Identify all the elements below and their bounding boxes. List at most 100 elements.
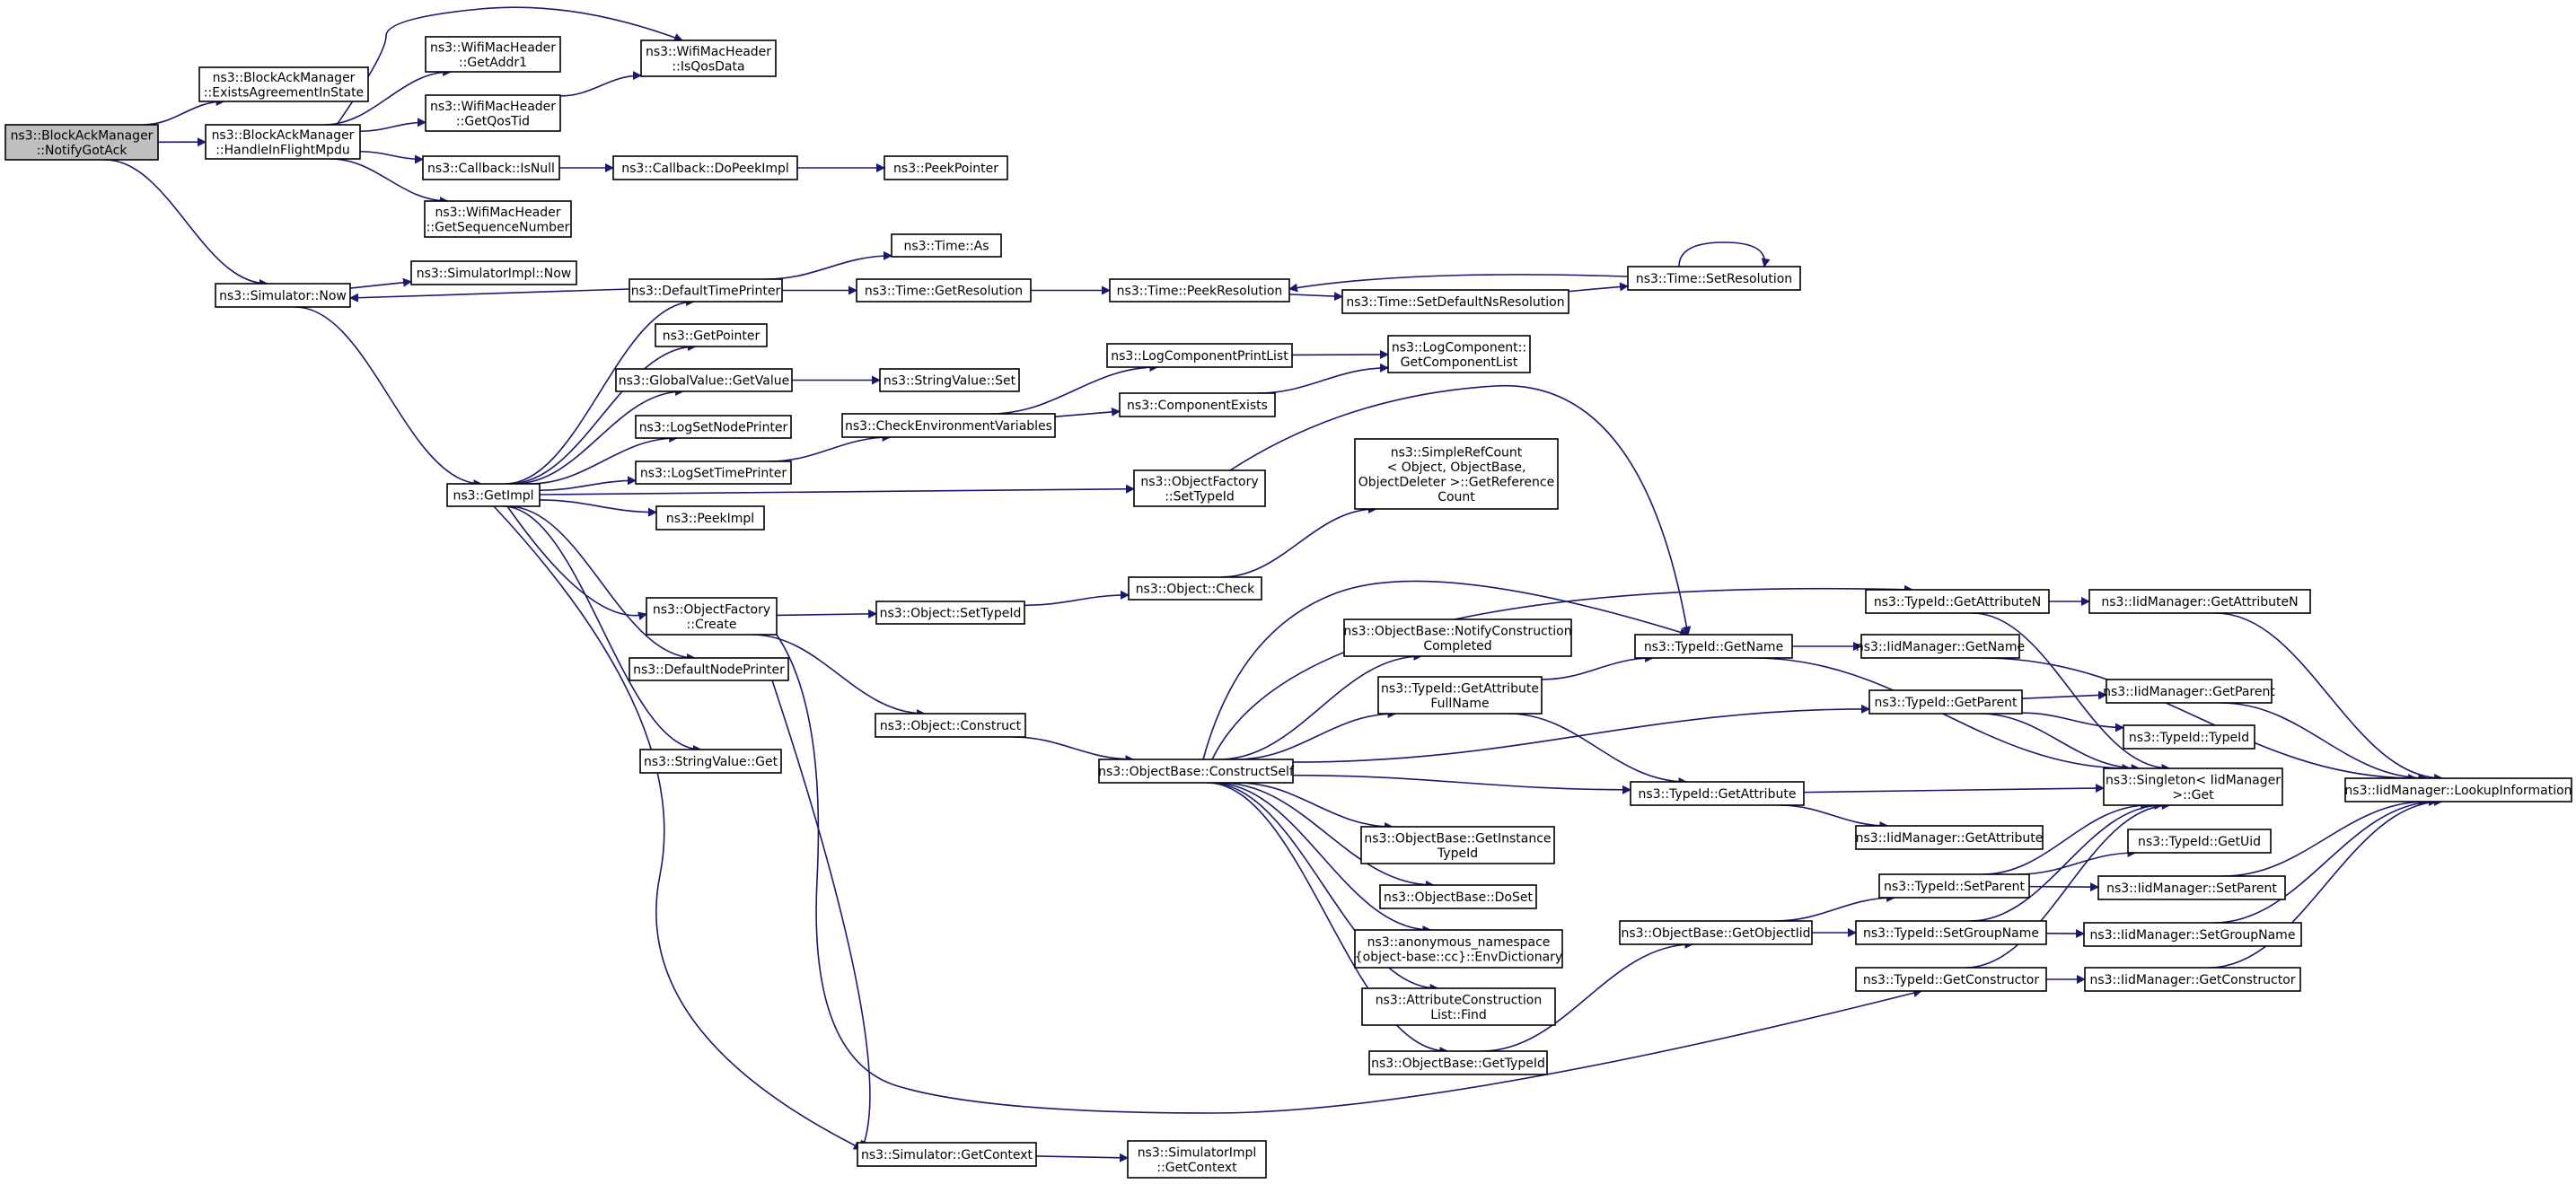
edge-getimpl-to-stringvalueget	[502, 505, 702, 754]
node-label: ns3::DefaultNodePrinter	[633, 663, 785, 678]
node-objectconstruct[interactable]: ns3::Object::Construct	[875, 713, 1026, 738]
node-getseqnum[interactable]: ns3::WifiMacHeader::GetSequenceNumber	[424, 200, 572, 238]
node-componentexists[interactable]: ns3::ComponentExists	[1119, 392, 1276, 417]
node-objectcheck[interactable]: ns3::Object::Check	[1128, 576, 1262, 601]
node-box	[446, 483, 541, 507]
node-typeidgetattrn[interactable]: ns3::TypeId::GetAttributeN	[1865, 589, 2050, 614]
node-box	[655, 323, 768, 347]
node-lookupinfo[interactable]: ns3::IidManager::LookupInformation	[2344, 777, 2572, 802]
node-notifygotack[interactable]: ns3::BlockAckManager::NotifyGotAck	[4, 124, 159, 161]
node-typeidsetgroupname[interactable]: ns3::TypeId::SetGroupName	[1855, 920, 2047, 945]
node-handleinflight[interactable]: ns3::BlockAckManager::HandleInFlightMpdu	[205, 124, 361, 160]
node-doset[interactable]: ns3::ObjectBase::DoSet	[1379, 884, 1537, 909]
node-getqostid[interactable]: ns3::WifiMacHeader::GetQosTid	[425, 94, 561, 132]
node-simnow[interactable]: ns3::Simulator::Now	[215, 283, 351, 308]
node-simgetcontext[interactable]: ns3::Simulator::GetContext	[857, 1142, 1037, 1167]
node-existsagreement[interactable]: ns3::BlockAckManager::ExistsAgreementInS…	[198, 66, 369, 102]
edge-setdefaultns-to-timesetres	[1568, 282, 1629, 293]
node-box	[425, 94, 561, 132]
node-timegetres[interactable]: ns3::Time::GetResolution	[856, 278, 1032, 303]
node-objectsettypeid[interactable]: ns3::Object::SetTypeId	[875, 601, 1025, 625]
node-getaddr1[interactable]: ns3::WifiMacHeader::GetAddr1	[425, 36, 561, 73]
node-label: ns3::WifiMacHeader	[430, 40, 556, 55]
node-box	[1109, 278, 1290, 303]
node-typeidgetconstructor[interactable]: ns3::TypeId::GetConstructor	[1855, 967, 2047, 992]
edge-typeidsetparent-to-singletonget	[1982, 801, 2150, 875]
node-label: ns3::TypeId::GetUid	[2138, 835, 2261, 849]
node-envdictionary[interactable]: ns3::anonymous_namespace{object-base::cc…	[1354, 929, 1563, 969]
node-timesetres[interactable]: ns3::Time::SetResolution	[1627, 266, 1801, 291]
node-label: ns3::Time::GetResolution	[865, 285, 1023, 299]
node-stringvalueset[interactable]: ns3::StringValue::Set	[879, 368, 1020, 392]
edge-objectcheck-to-simplerefcount	[1220, 504, 1377, 578]
node-label: ns3::AttributeConstruction	[1376, 993, 1542, 1007]
node-iidgetparent[interactable]: ns3::IidManager::GetParent	[2103, 679, 2275, 704]
node-box	[1361, 987, 1556, 1026]
node-notifyconstruction[interactable]: ns3::ObjectBase::NotifyConstructionCompl…	[1343, 618, 1572, 657]
node-typeidgetname[interactable]: ns3::TypeId::GetName	[1634, 634, 1793, 659]
node-constructself[interactable]: ns3::ObjectBase::ConstructSelf	[1098, 759, 1295, 784]
node-iidgetconstructor[interactable]: ns3::IidManager::GetConstructor	[2084, 967, 2301, 992]
edge-timesetres-to-timepeekres	[1288, 274, 1629, 293]
edge-handleinflight-to-isqosdata	[336, 6, 683, 126]
node-objfactorysettypeid[interactable]: ns3::ObjectFactory::SetTypeId	[1133, 469, 1266, 507]
node-checkenv[interactable]: ns3::CheckEnvironmentVariables	[841, 413, 1056, 438]
node-label: ::SetTypeId	[1165, 489, 1235, 504]
node-logcompprintlist[interactable]: ns3::LogComponentPrintList	[1106, 343, 1293, 368]
node-callbackisnull[interactable]: ns3::Callback::IsNull	[422, 155, 560, 180]
node-timepeekres[interactable]: ns3::Time::PeekResolution	[1109, 278, 1290, 303]
node-defaulttimeprinter[interactable]: ns3::DefaultTimePrinter	[629, 278, 783, 303]
node-iidsetgroupname[interactable]: ns3::IidManager::SetGroupName	[2083, 922, 2302, 947]
node-typeidgetparent[interactable]: ns3::TypeId::GetParent	[1868, 689, 2023, 715]
node-box	[1341, 289, 1569, 314]
node-iidgetattr[interactable]: ns3::IidManager::GetAttribute	[1855, 825, 2044, 850]
node-typeidtypeid[interactable]: ns3::TypeId::TypeId	[2123, 724, 2255, 750]
node-peekpointer[interactable]: ns3::PeekPointer	[884, 155, 1008, 180]
node-label: ns3::WifiMacHeader	[435, 206, 560, 220]
node-logsettimeprinter[interactable]: ns3::LogSetTimePrinter	[635, 460, 792, 485]
node-label: ns3::Time::SetDefaultNsResolution	[1346, 295, 1564, 310]
node-setdefaultns[interactable]: ns3::Time::SetDefaultNsResolution	[1341, 289, 1569, 314]
node-dopeekimpl[interactable]: ns3::Callback::DoPeekImpl	[612, 155, 798, 180]
node-simimplnow[interactable]: ns3::SimulatorImpl::Now	[410, 260, 577, 285]
edge-iidgetname-to-lookupinfo	[1982, 657, 2418, 783]
node-label: ns3::TypeId::GetName	[1644, 640, 1783, 654]
node-simimplgetcontext[interactable]: ns3::SimulatorImpl::GetContext	[1127, 1140, 1267, 1179]
node-objfactorycreate[interactable]: ns3::ObjectFactory::Create	[646, 597, 778, 636]
node-iidsetparent[interactable]: ns3::IidManager::SetParent	[2097, 875, 2286, 900]
node-stringvalueget[interactable]: ns3::StringValue::Get	[639, 749, 782, 774]
node-label: ns3::IidManager::GetConstructor	[2089, 973, 2295, 987]
edge-objbasegettypeid-to-getobjectiid	[1481, 940, 1694, 1052]
node-label: ns3::PeekImpl	[666, 512, 754, 526]
node-getimpl[interactable]: ns3::GetImpl	[446, 483, 541, 507]
node-typeidgetuid[interactable]: ns3::TypeId::GetUid	[2127, 829, 2272, 854]
node-box	[1855, 920, 2047, 945]
node-typeidgetattr[interactable]: ns3::TypeId::GetAttribute	[1630, 781, 1805, 806]
edge-getattrfullname-to-typeidgetattr	[1508, 713, 1688, 786]
node-box	[629, 657, 789, 681]
node-box	[635, 415, 792, 439]
node-logcompgetlist[interactable]: ns3::LogComponent::GetComponentList	[1387, 335, 1531, 373]
node-defaultnodeprinter[interactable]: ns3::DefaultNodePrinter	[629, 657, 789, 681]
node-getpointer[interactable]: ns3::GetPointer	[655, 323, 768, 347]
node-simplerefcount[interactable]: ns3::SimpleRefCount< Object, ObjectBase,…	[1354, 438, 1559, 510]
edge-iidgetconstructor-to-lookupinfo	[2209, 797, 2443, 969]
node-logsetnodeprinter[interactable]: ns3::LogSetNodePrinter	[635, 415, 792, 439]
node-label: ::GetContext	[1156, 1161, 1237, 1175]
node-timeas[interactable]: ns3::Time::As	[891, 233, 1002, 258]
node-box	[1106, 343, 1293, 368]
node-getobjectiid[interactable]: ns3::ObjectBase::GetObjectIid	[1619, 920, 1813, 945]
node-typeidsetparent[interactable]: ns3::TypeId::SetParent	[1878, 873, 2030, 899]
node-singletonget[interactable]: ns3::Singleton< IidManager>::Get	[2103, 767, 2283, 806]
node-globalgetvalue[interactable]: ns3::GlobalValue::GetValue	[615, 368, 793, 392]
node-iidgetname[interactable]: ns3::IidManager::GetName	[1856, 634, 2025, 659]
edge-objfactorycreate-to-typeidgetconstructor	[771, 627, 1922, 1114]
node-iidgetattrn[interactable]: ns3::IidManager::GetAttributeN	[2088, 589, 2311, 614]
node-label: ns3::WifiMacHeader	[430, 100, 556, 114]
node-peekimpl[interactable]: ns3::PeekImpl	[655, 505, 765, 531]
node-isqosdata[interactable]: ns3::WifiMacHeader::IsQosData	[640, 39, 777, 77]
node-objbasegettypeid[interactable]: ns3::ObjectBase::GetTypeId	[1368, 1050, 1548, 1075]
